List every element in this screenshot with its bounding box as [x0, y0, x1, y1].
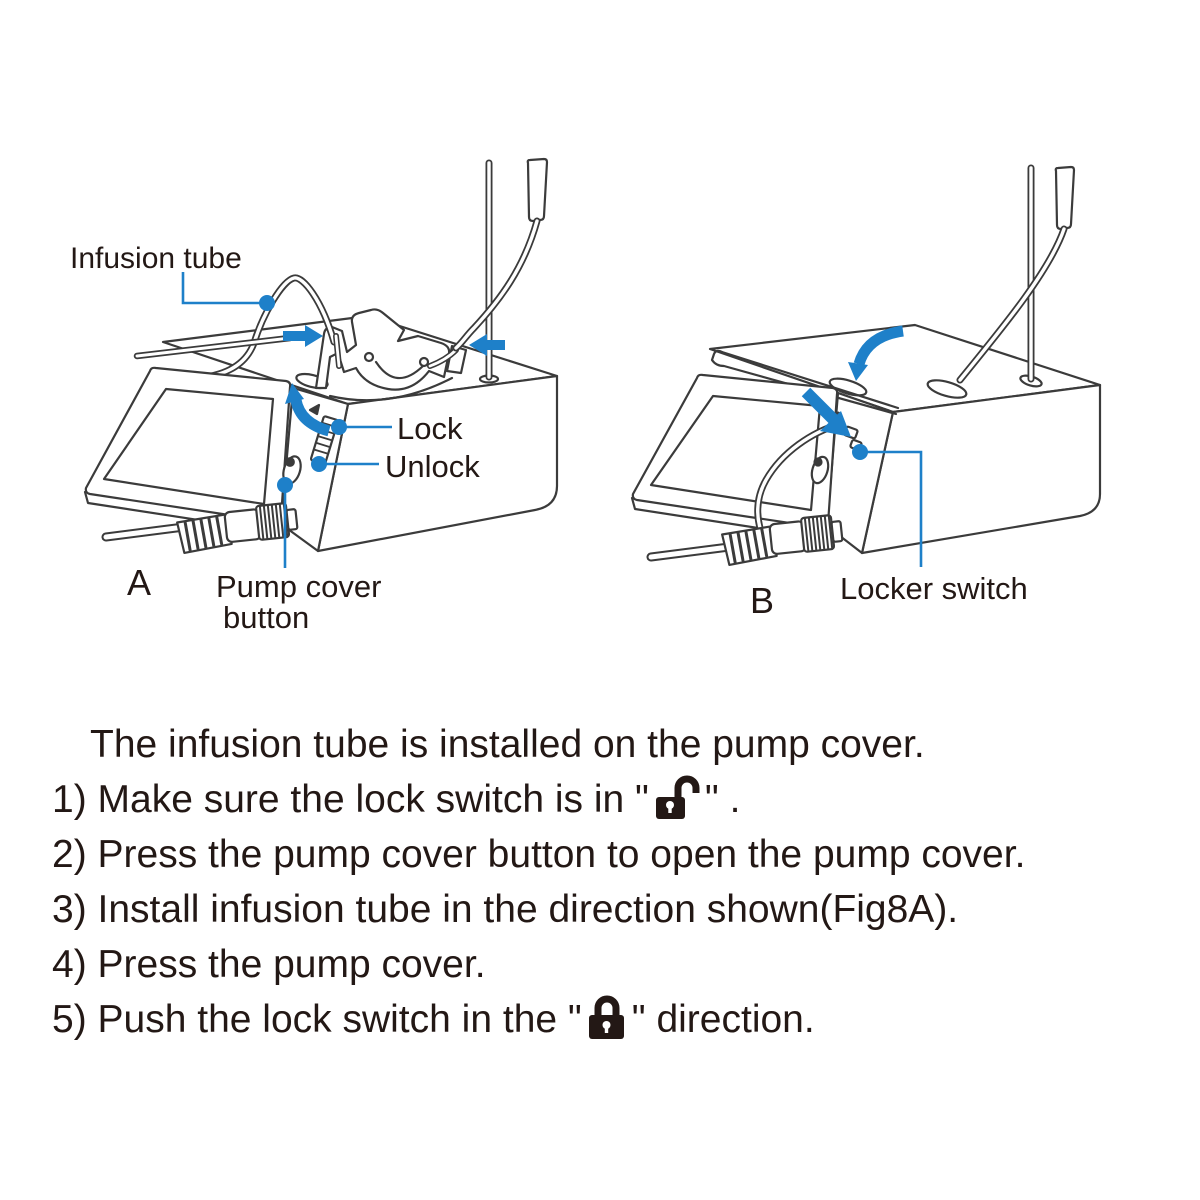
step1-before: 1) Make sure the lock switch is in "	[52, 778, 649, 821]
leader-dot	[852, 444, 868, 460]
unlock-label: Unlock	[385, 449, 480, 484]
hanging-tube-core	[756, 422, 842, 545]
step3-text: 3) Install infusion tube in the directio…	[52, 888, 959, 931]
power-cable-core	[648, 544, 732, 560]
step1-after: " .	[704, 778, 741, 821]
slider-pointer	[308, 403, 321, 416]
leader-dot	[311, 456, 327, 472]
figure-a-letter: A	[127, 562, 151, 603]
figure-b-letter: B	[750, 580, 774, 621]
guide-rod-core	[135, 336, 292, 358]
tube-hole	[926, 379, 968, 399]
infusion-tube-label: Infusion tube	[70, 242, 242, 275]
cable-connector	[721, 514, 844, 567]
locker-switch-leader	[860, 450, 923, 567]
chamber-tube-core	[958, 227, 1066, 382]
infusion-tube-leader	[181, 272, 262, 305]
drip-chamber	[1054, 165, 1076, 231]
open-direction-curved-arrow	[290, 398, 331, 437]
push-arrow-head	[820, 411, 851, 437]
leader-dot	[331, 419, 347, 435]
push-arrow-shaft	[801, 387, 839, 425]
locker-switch-label: Locker switch	[840, 571, 1028, 606]
tube-in-clamp-core	[334, 334, 341, 368]
pump-cover-button-label-line2: button	[223, 600, 309, 635]
flap-screw	[363, 351, 375, 363]
instruction-intro: The infusion tube is installed on the pu…	[0, 717, 1200, 772]
instruction-step-4: 4) Press the pump cover.	[0, 937, 1200, 992]
pump-cover-button-dot	[285, 457, 295, 467]
pump-cover-open-flap	[314, 308, 451, 391]
step5-before: 5) Push the lock switch in the "	[52, 998, 582, 1041]
lock-icon	[588, 995, 624, 1039]
drip-chamber	[526, 157, 549, 223]
close-direction-arrowhead	[848, 362, 868, 381]
instruction-step-5: 5) Push the lock switch in the " " direct…	[0, 992, 1200, 1047]
intro-text: The infusion tube is installed on the pu…	[90, 723, 925, 766]
power-cable-core	[103, 524, 187, 540]
flap-screw	[418, 356, 430, 368]
screen-display	[649, 394, 822, 512]
lock-label: Lock	[397, 411, 463, 446]
leader-dot	[277, 477, 293, 493]
figure-b-annotations	[801, 325, 923, 567]
insert-arrow-left	[469, 334, 505, 356]
finger-recess	[828, 377, 868, 397]
screen-display	[102, 387, 275, 506]
chamber-tube-core	[454, 219, 539, 350]
pump-cover-button-dot	[813, 457, 823, 467]
step2-text: 2) Press the pump cover button to open t…	[52, 833, 1026, 876]
tube-out-right-core	[428, 348, 458, 368]
step4-text: 4) Press the pump cover.	[52, 943, 486, 986]
infusion-tube-arch-core	[204, 276, 336, 379]
installation-diagram: Infusion tube Lock Unlock Pump cover but…	[70, 157, 1102, 635]
chamber-tube	[452, 217, 541, 352]
pump-cavity-rim	[328, 376, 454, 402]
cover-hinge-slot	[295, 372, 329, 390]
closed-cover-seam	[710, 349, 898, 416]
figure-a-annotations	[181, 272, 505, 568]
figure-a-pump-open	[83, 157, 559, 555]
step5-after: " direction.	[631, 998, 815, 1041]
closed-cover-seam2	[720, 350, 900, 410]
pump-cover-button-label-line1: Pump cover	[216, 569, 381, 604]
instruction-step-3: 3) Install infusion tube in the directio…	[0, 882, 1200, 937]
unlock-icon	[655, 775, 700, 819]
cable-connector	[176, 502, 299, 555]
roller-channel	[374, 360, 425, 380]
open-direction-arrowhead	[285, 383, 304, 404]
instruction-step-1: 1) Make sure the lock switch is in " " .	[0, 772, 1200, 827]
close-direction-curved-arrow	[853, 325, 904, 366]
instruction-step-2: 2) Press the pump cover button to open t…	[0, 827, 1200, 882]
device-right-face	[316, 374, 559, 553]
insert-arrow-right	[283, 325, 323, 347]
leader-dot	[259, 295, 275, 311]
